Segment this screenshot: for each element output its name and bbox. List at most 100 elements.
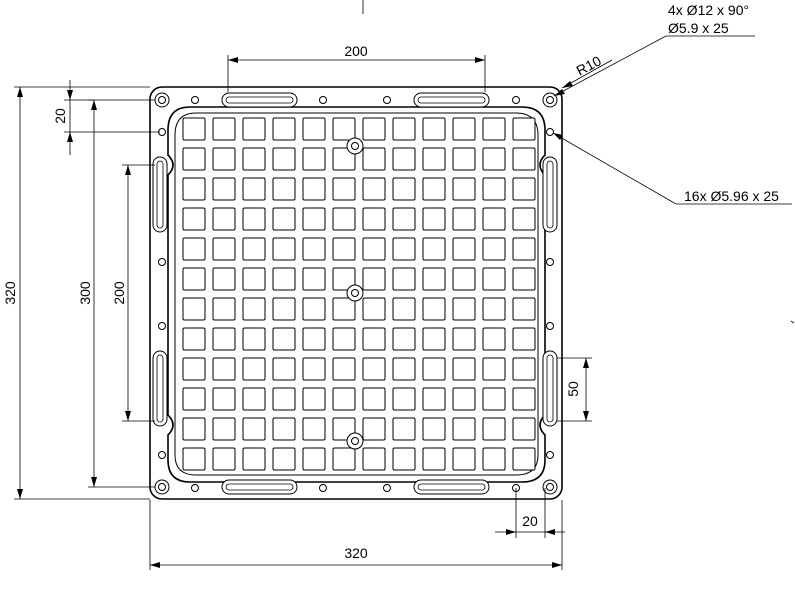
grid-pocket <box>452 327 476 351</box>
grid-pocket <box>212 327 236 351</box>
dimension-slot-length-label: 50 <box>565 381 581 397</box>
grid-pocket <box>182 387 206 411</box>
grid-pocket <box>392 387 416 411</box>
grid-pocket <box>272 327 296 351</box>
grid-pocket <box>182 327 206 351</box>
grid-pocket <box>272 117 296 141</box>
grid-pocket <box>272 387 296 411</box>
grid-pocket <box>482 297 506 321</box>
recess-outline <box>167 106 546 483</box>
grid-pocket <box>452 237 476 261</box>
grid-pocket <box>512 267 536 291</box>
corner-hole-bottom-left <box>154 479 170 495</box>
grid-pocket <box>362 447 386 471</box>
grid-pocket <box>482 117 506 141</box>
grid-pocket <box>332 297 356 321</box>
grid-pocket <box>272 267 296 291</box>
dimension-overall-height-label: 320 <box>2 281 18 305</box>
grid-pocket <box>422 207 446 231</box>
grid-pocket <box>332 147 356 171</box>
grid-pocket <box>512 357 536 381</box>
grid-pocket <box>452 447 476 471</box>
grid-pocket <box>242 237 266 261</box>
grid-pocket <box>332 357 356 381</box>
grid-pocket <box>272 147 296 171</box>
slot-left-lower <box>152 350 168 427</box>
grid-pocket <box>512 177 536 201</box>
grid-pocket <box>482 267 506 291</box>
grid-pocket <box>272 237 296 261</box>
grid-pocket <box>362 357 386 381</box>
grid-pocket <box>482 387 506 411</box>
grid-pocket <box>242 447 266 471</box>
grid-pocket <box>242 357 266 381</box>
grid-pocket <box>422 387 446 411</box>
grid-pocket <box>302 147 326 171</box>
corner-hole-top-right <box>542 92 558 108</box>
dimension-overall-width: 320 <box>149 500 563 570</box>
grid-pocket <box>362 177 386 201</box>
grid-pocket <box>212 117 236 141</box>
dimension-slot-span: 200 <box>111 164 155 422</box>
slot-bottom-right <box>413 479 490 495</box>
dimension-inner-height: 300 <box>77 99 155 488</box>
grid-pocket <box>272 447 296 471</box>
grid-pocket <box>422 357 446 381</box>
dimension-bottom-offset: 20 <box>495 488 565 538</box>
grid-pocket <box>302 357 326 381</box>
slot-top-right <box>413 92 490 108</box>
grid-pocket <box>212 297 236 321</box>
grid-pocket <box>332 267 356 291</box>
slot-bottom-left <box>221 479 298 495</box>
grid-pocket <box>392 237 416 261</box>
grid-pocket <box>362 267 386 291</box>
grid-pocket <box>182 177 206 201</box>
grid-pocket <box>302 117 326 141</box>
grid-pocket <box>212 207 236 231</box>
grid-pocket <box>482 207 506 231</box>
grid-pocket <box>302 387 326 411</box>
grid-pocket <box>392 357 416 381</box>
grid-pocket <box>452 267 476 291</box>
grid-pocket <box>482 237 506 261</box>
grid-pocket <box>242 267 266 291</box>
grid-pocket <box>512 297 536 321</box>
slot-left-upper <box>152 156 168 233</box>
grid-pocket <box>512 447 536 471</box>
grid-pocket <box>212 387 236 411</box>
grid-pocket <box>512 327 536 351</box>
grid-pocket <box>362 237 386 261</box>
grid-pocket <box>482 357 506 381</box>
grid-pocket <box>452 387 476 411</box>
grid-pocket <box>302 237 326 261</box>
grid-pocket <box>482 327 506 351</box>
grid-pocket <box>392 147 416 171</box>
grid-pocket <box>272 207 296 231</box>
grid-pocket <box>452 417 476 441</box>
grid-pocket <box>332 327 356 351</box>
grid-pocket <box>212 357 236 381</box>
grid-pocket <box>362 147 386 171</box>
dimension-top-width-label: 200 <box>344 43 368 59</box>
dimension-overall-width-label: 320 <box>344 545 368 561</box>
grid-pocket <box>272 417 296 441</box>
corner-radius-label: R10 <box>574 52 604 78</box>
grid-pocket <box>422 327 446 351</box>
grid-pocket <box>452 357 476 381</box>
grid-pocket <box>362 387 386 411</box>
grid-pocket <box>332 207 356 231</box>
grid-pocket <box>332 387 356 411</box>
grid-pocket <box>332 237 356 261</box>
grid-pocket <box>362 117 386 141</box>
grid-pocket <box>332 117 356 141</box>
dimension-bottom-offset-label: 20 <box>522 513 538 529</box>
grid-pocket <box>272 357 296 381</box>
grid-pocket <box>302 297 326 321</box>
grid-pocket <box>272 297 296 321</box>
grid-pocket <box>482 417 506 441</box>
corner-hole-top-left <box>154 92 170 108</box>
grid-pocket <box>422 447 446 471</box>
grid-pocket <box>302 417 326 441</box>
grid-pocket <box>242 207 266 231</box>
